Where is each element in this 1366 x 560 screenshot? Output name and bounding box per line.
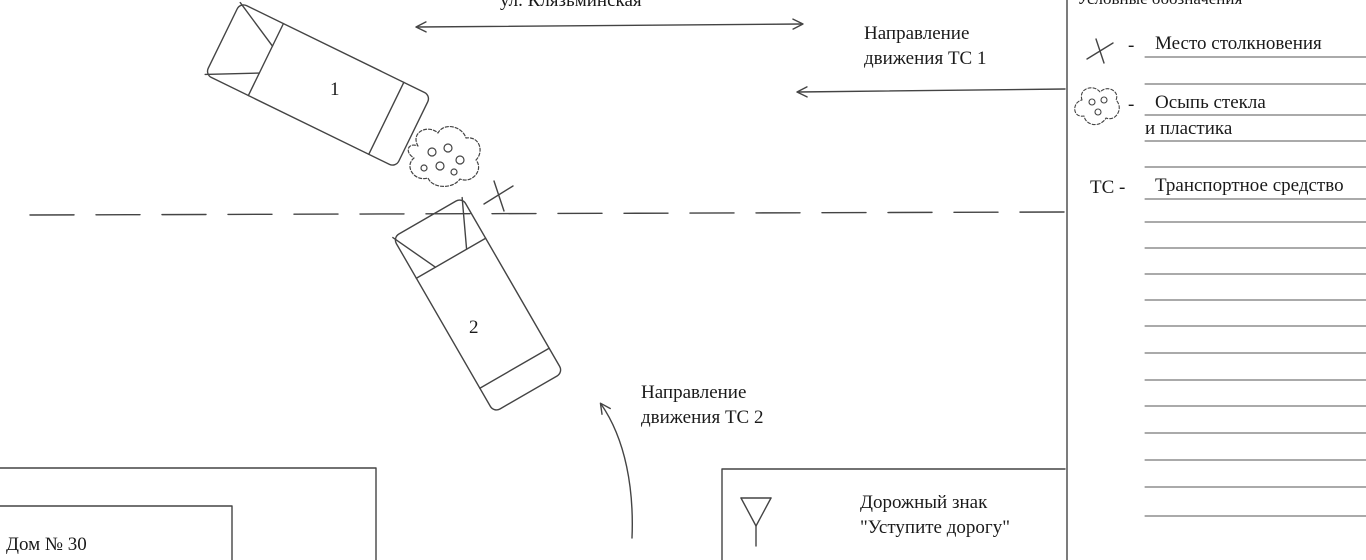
building-label: Дом № 30 <box>6 534 87 555</box>
legend-value-debris: Осыпь стекла <box>1155 92 1266 113</box>
building-inner-outline <box>0 505 233 560</box>
legend-value-collision: Место столкновения <box>1155 33 1322 54</box>
road-sign-label: Дорожный знак "Уступите дорогу" <box>860 490 1010 540</box>
vehicle-2-direction-line1: Направление <box>641 382 747 403</box>
yield-sign-icon <box>740 497 772 547</box>
legend-ruled-lines <box>1144 56 1366 517</box>
vehicle-1-direction-line2: движения ТС 1 <box>864 48 987 69</box>
legend-collision-icon <box>1086 38 1114 64</box>
street-direction-arrow <box>415 18 804 33</box>
legend-key-debris: - <box>1128 94 1135 115</box>
vehicle-1 <box>204 1 430 166</box>
building-outer-outline <box>0 467 377 560</box>
vehicle-2-direction-label: Направление движения ТС 2 <box>641 380 763 430</box>
road-sign-line1: Дорожный знак <box>860 492 988 513</box>
legend-key-vehicle: ТС - <box>1090 177 1126 198</box>
collision-point-icon <box>483 180 514 212</box>
vehicle-2-number: 2 <box>469 317 479 338</box>
vehicle-1-direction-line1: Направление <box>864 23 970 44</box>
road-sign-line2: "Уступите дорогу" <box>860 517 1010 538</box>
legend-key-collision: - <box>1128 35 1135 56</box>
legend-value-vehicle: Транспортное средство <box>1155 175 1344 196</box>
legend-value-debris-line2: и пластика <box>1145 118 1233 139</box>
legend-title: Условные обозначения <box>1077 0 1242 11</box>
debris-icon <box>407 125 481 187</box>
vehicle-2-direction-line2: движения ТС 2 <box>641 407 764 428</box>
vehicle-1-direction-label: Направление движения ТС 1 <box>864 21 986 71</box>
vehicle-1-number: 1 <box>330 79 340 100</box>
legend-debris-icon <box>1074 87 1120 126</box>
vehicle-1-direction-arrow <box>796 86 1066 98</box>
road-center-line <box>29 211 1066 216</box>
street-name: ул. Клязьминская <box>500 0 642 11</box>
vehicle-2-direction-arrow <box>599 402 633 539</box>
sign-area-outline <box>721 468 1066 560</box>
vehicle-2 <box>392 196 562 411</box>
